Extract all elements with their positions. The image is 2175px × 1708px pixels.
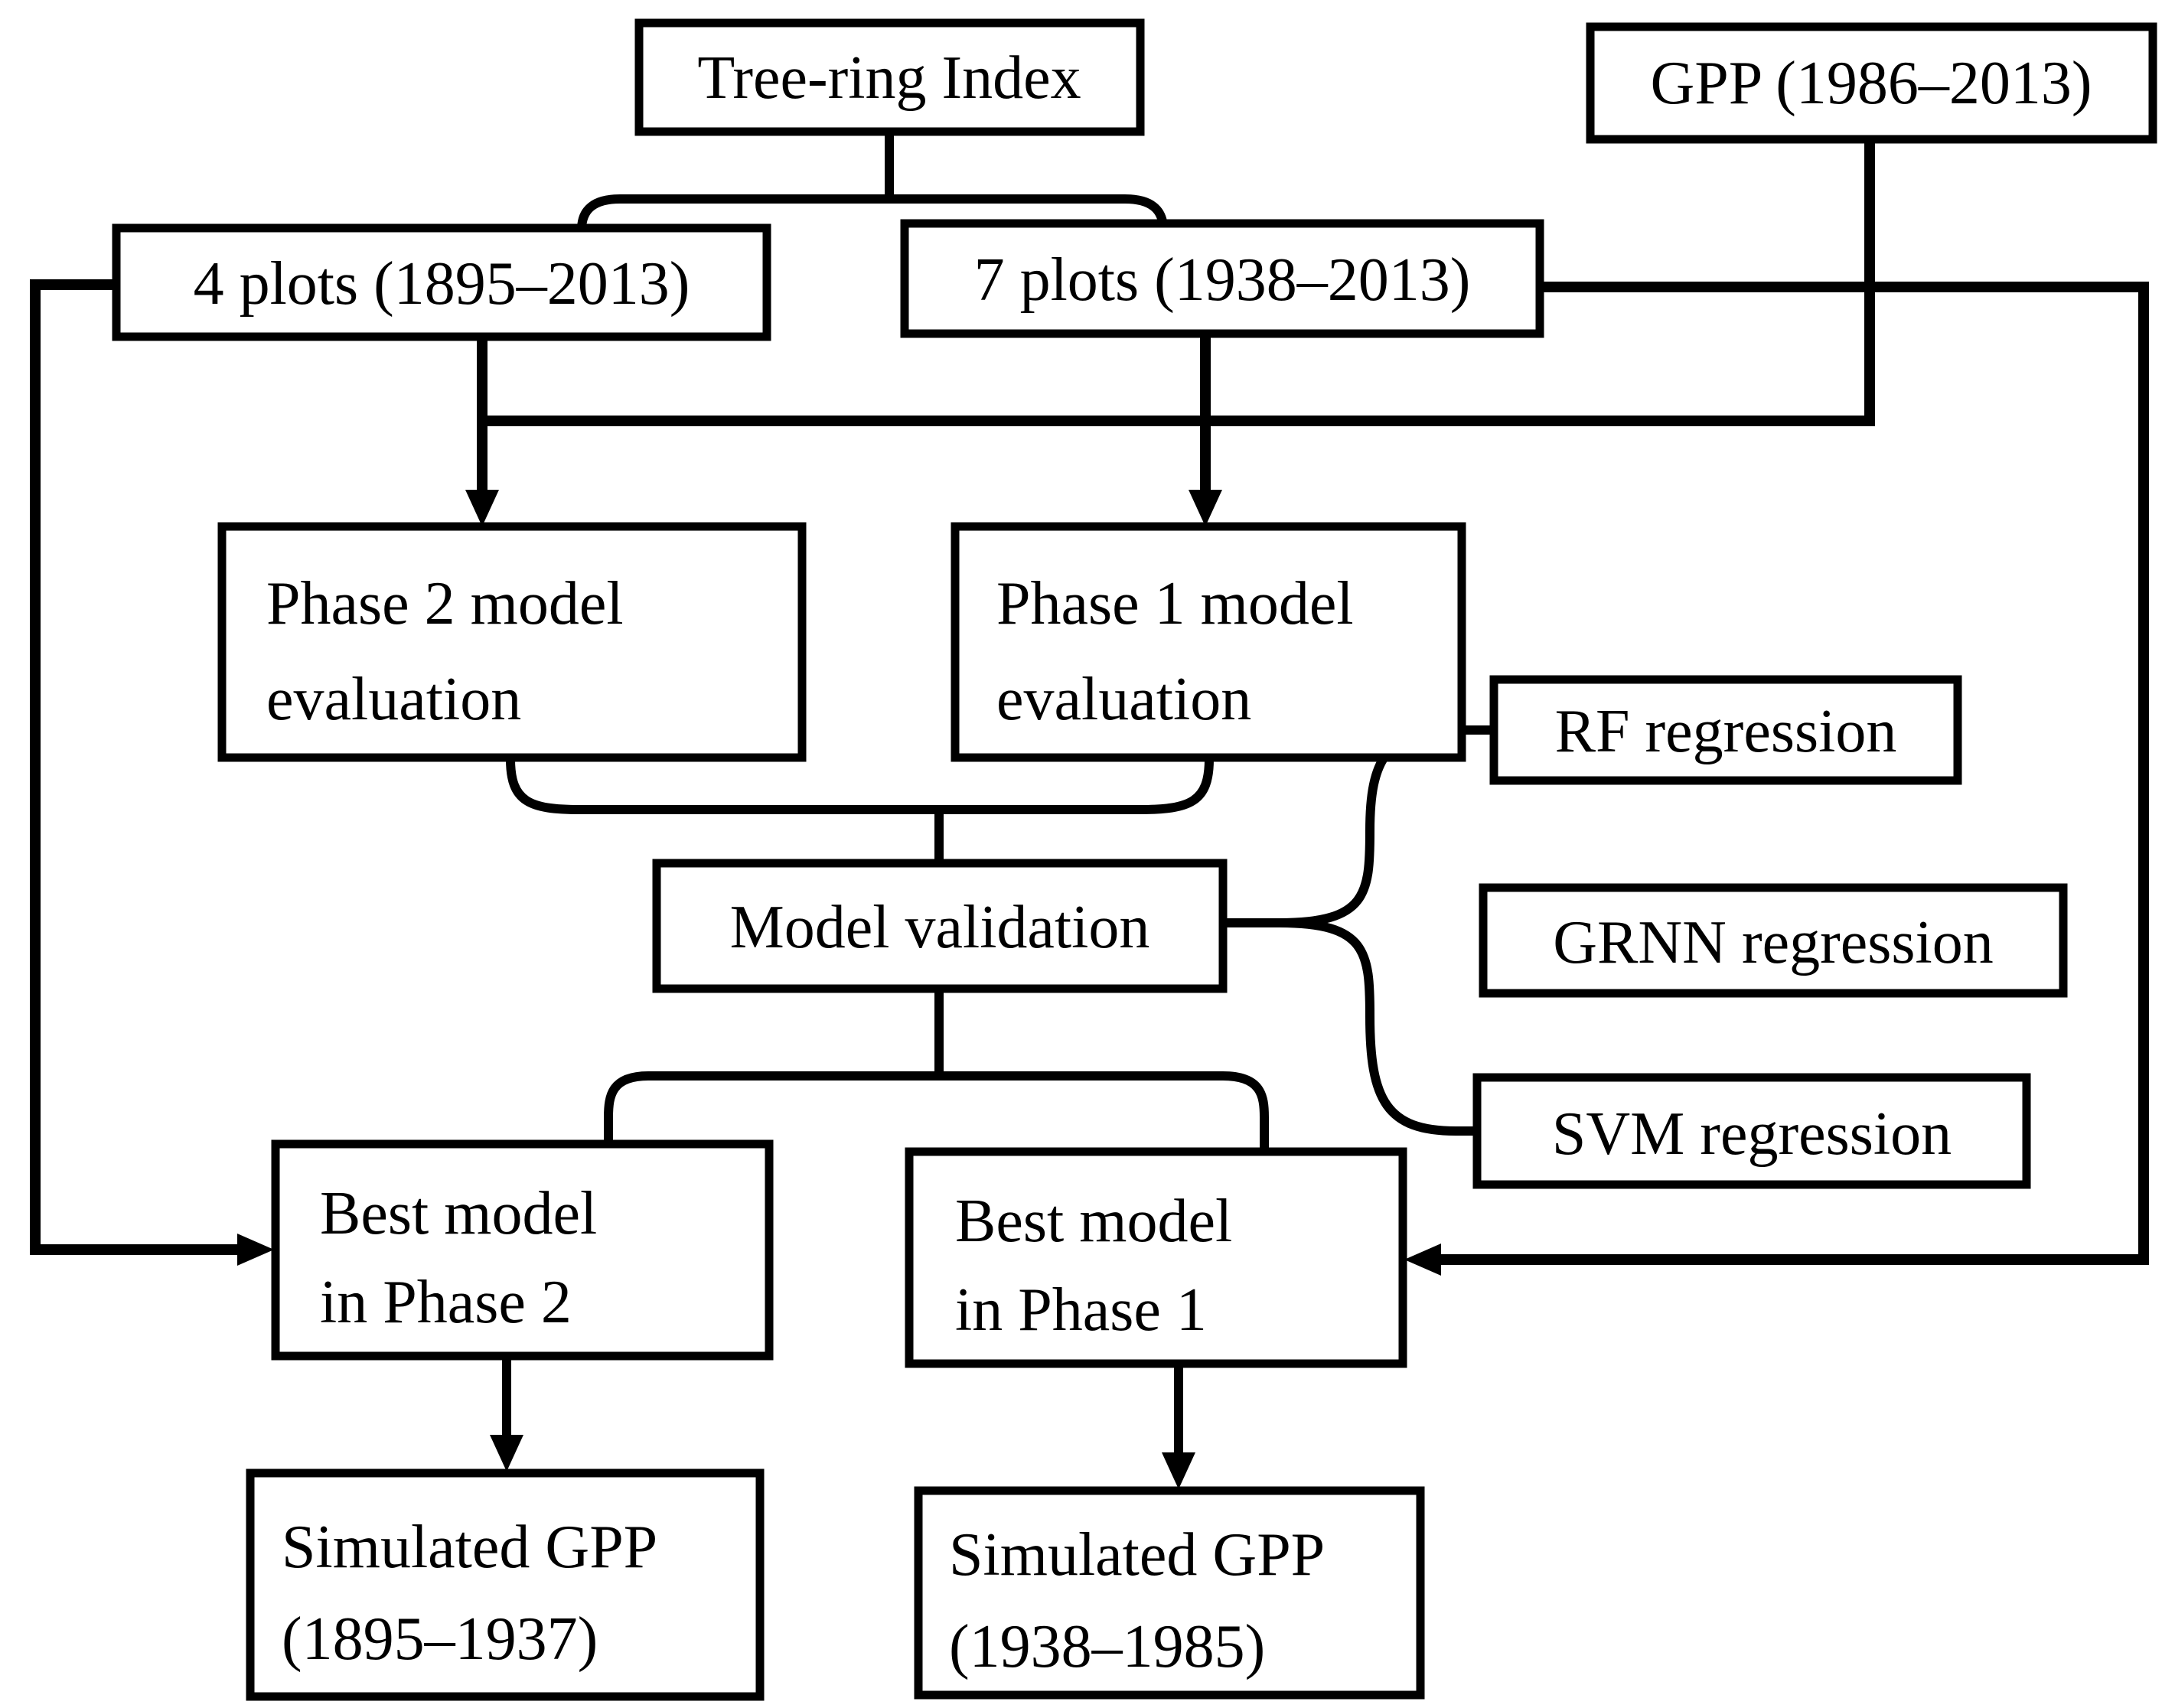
node-phase2-evaluation: Phase 2 model evaluation xyxy=(217,522,807,762)
tree-ring-index-label: Tree-ring Index xyxy=(697,44,1081,112)
arrowhead-into-sim2 xyxy=(490,1435,523,1472)
node-grnn-regression: GRNN regression xyxy=(1479,883,2068,998)
best-model-phase2-label-line2: in Phase 2 xyxy=(320,1269,572,1336)
arrowhead-into-phase2 xyxy=(465,490,499,526)
node-svm-regression: SVM regression xyxy=(1472,1073,2031,1189)
phase1-evaluation-box xyxy=(951,522,1466,762)
node-7-plots: 7 plots (1938–2013) xyxy=(900,219,1544,338)
phase1-evaluation-label-line1: Phase 1 model xyxy=(996,570,1354,637)
model-validation-label: Model validation xyxy=(730,894,1150,961)
4-plots-label: 4 plots (1895–2013) xyxy=(194,250,690,318)
simulated-gpp-phase1-box xyxy=(914,1486,1425,1700)
arrowhead-into-best2 xyxy=(237,1234,274,1266)
simulated-gpp-phase2-box xyxy=(246,1468,765,1701)
grnn-regression-box xyxy=(1479,883,2068,998)
connector-gpp-feed xyxy=(482,141,1875,426)
phase2-evaluation-label-line2: evaluation xyxy=(266,666,521,733)
7-plots-label: 7 plots (1938–2013) xyxy=(974,246,1471,314)
node-tree-ring-index: Tree-ring Index xyxy=(634,18,1145,136)
connector-phase2-to-validation xyxy=(506,758,939,814)
arrowhead-into-best1 xyxy=(1404,1244,1441,1276)
node-best-model-phase1: Best model in Phase 1 xyxy=(905,1147,1407,1368)
gpp-label: GPP (1986–2013) xyxy=(1650,50,2092,117)
svm-regression-label: SVM regression xyxy=(1552,1100,1952,1168)
rf-regression-box xyxy=(1489,675,1962,785)
connector-treering-branch xyxy=(577,194,1168,230)
node-rf-regression: RF regression xyxy=(1489,675,1962,785)
connector-validation-to-best1 xyxy=(939,1071,1269,1149)
connector-validation-to-svm xyxy=(1279,918,1474,1136)
simulated-gpp-phase1-label-line1: Simulated GPP xyxy=(949,1521,1325,1589)
node-best-model-phase2: Best model in Phase 2 xyxy=(271,1139,774,1361)
node-simulated-gpp-phase2: Simulated GPP (1895–1937) xyxy=(246,1468,765,1701)
node-model-validation: Model validation xyxy=(652,859,1228,993)
node-gpp: GPP (1986–2013) xyxy=(1586,22,2157,144)
phase2-evaluation-box xyxy=(217,522,807,762)
best-model-phase1-label-line2: in Phase 1 xyxy=(955,1276,1207,1344)
connector-plots7-to-best1 xyxy=(1438,282,2149,1265)
simulated-gpp-phase1-label-line2: (1938–1985) xyxy=(949,1613,1265,1680)
phase1-evaluation-label-line2: evaluation xyxy=(996,666,1251,733)
arrowhead-into-sim1 xyxy=(1162,1452,1195,1489)
svm-regression-box xyxy=(1472,1073,2031,1189)
simulated-gpp-phase2-label-line1: Simulated GPP xyxy=(282,1514,657,1581)
grnn-regression-label: GRNN regression xyxy=(1553,909,1993,976)
4-plots-box xyxy=(112,223,771,341)
phase2-evaluation-label-line1: Phase 2 model xyxy=(266,570,624,637)
simulated-gpp-phase2-label-line2: (1895–1937) xyxy=(282,1605,598,1673)
tree-ring-index-box xyxy=(634,18,1145,136)
connector-plots4-to-best2 xyxy=(30,279,240,1255)
gpp-box xyxy=(1586,22,2157,144)
node-phase1-evaluation: Phase 1 model evaluation xyxy=(951,522,1466,762)
best-model-phase1-box xyxy=(905,1147,1407,1368)
best-model-phase2-label-line1: Best model xyxy=(320,1180,597,1247)
node-4-plots: 4 plots (1895–2013) xyxy=(112,223,771,341)
rf-regression-label: RF regression xyxy=(1555,698,1897,765)
connector-validation-to-best2 xyxy=(604,1071,939,1142)
connector-phase1-to-validation xyxy=(939,758,1214,814)
arrowhead-into-phase1 xyxy=(1189,490,1222,526)
model-validation-box xyxy=(652,859,1228,993)
best-model-phase2-box xyxy=(271,1139,774,1361)
7-plots-box xyxy=(900,219,1544,338)
node-simulated-gpp-phase1: Simulated GPP (1938–1985) xyxy=(914,1486,1425,1700)
best-model-phase1-label-line1: Best model xyxy=(955,1188,1232,1255)
